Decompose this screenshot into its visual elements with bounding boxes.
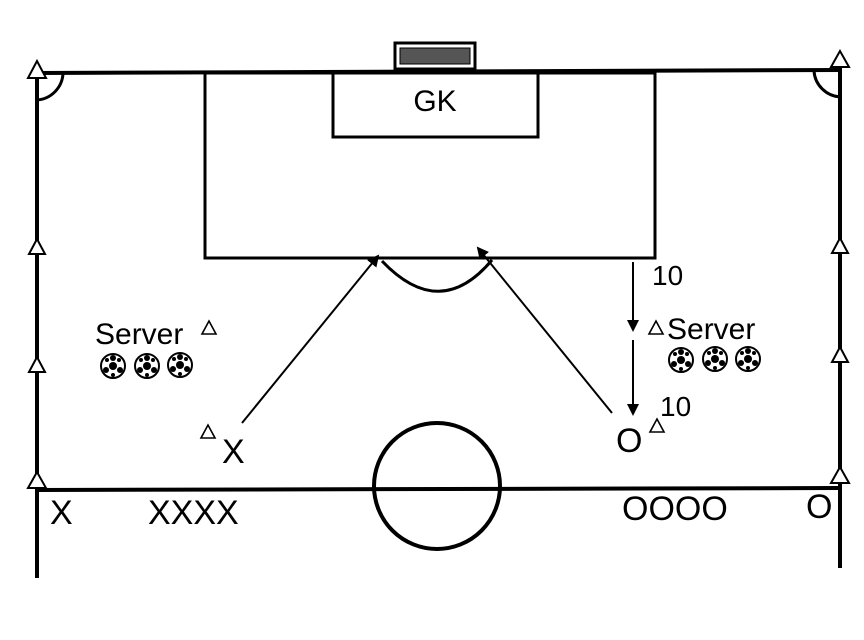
corner-arc-left	[36, 72, 65, 102]
arrow-icon	[241, 254, 380, 424]
queue-x-single: X	[50, 494, 73, 532]
soccer-ball-icon	[100, 346, 761, 379]
attacker-o: O	[616, 422, 642, 460]
queue-o-single: O	[806, 488, 832, 526]
triangle-cone-icon	[26, 48, 851, 489]
queue-x-group: XXXX	[148, 494, 239, 532]
server-label-left: Server	[95, 318, 183, 351]
queue-o-group: OOOO	[622, 490, 728, 528]
center-circle	[372, 421, 502, 551]
goal-net-icon	[393, 41, 477, 71]
arrow-icon	[476, 246, 613, 414]
corner-arc-right	[812, 70, 841, 99]
attacker-x: X	[222, 433, 245, 471]
distance-label-bottom: 10	[660, 391, 691, 422]
distance-label-top: 10	[652, 260, 683, 291]
goalkeeper-label: GK	[413, 85, 456, 118]
penalty-arc	[380, 259, 494, 293]
server-label-right: Server	[667, 313, 755, 346]
halfway-line	[36, 486, 841, 492]
triangle-cone-icon	[199, 319, 666, 439]
goal-area	[331, 71, 540, 139]
